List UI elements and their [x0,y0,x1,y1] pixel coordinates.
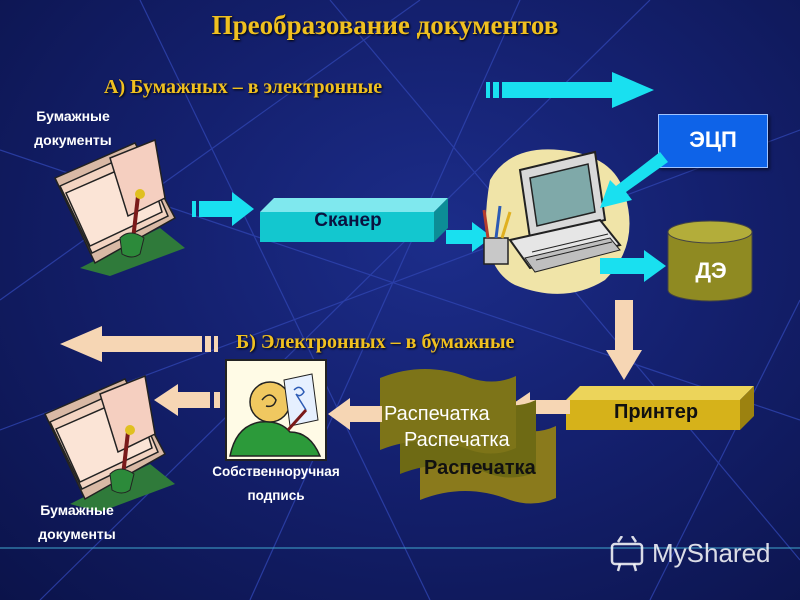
watermark: MyShared [608,534,788,574]
printouts-stack [380,369,556,504]
paper-documents-label-bottom: Бумажные документы [38,502,116,542]
printout-label-3: Распечатка [424,457,536,479]
arrow-down-to-printer-icon [606,300,642,380]
watermark-logo-icon [610,536,644,572]
arrow-right-large-icon [486,72,654,108]
signature-icon [225,359,327,461]
scanner-block [260,198,448,242]
paper-documents-label-top: Бумажные документы [34,108,112,148]
printout-label-2: Распечатка [404,429,510,451]
paper-documents-icon-bottom [43,374,175,512]
arrow-to-computer-icon [446,222,492,252]
de-label: ДЭ [695,258,727,283]
de-cylinder [667,220,753,302]
computer-icon [482,149,630,294]
section-b-heading: Б) Электронных – в бумажные [236,331,515,353]
signature-label: Собственноручная подпись [212,464,340,503]
printout-label-1: Распечатка [384,403,490,425]
printer-label: Принтер [613,401,699,423]
arrow-to-scanner-icon [192,192,254,226]
arrow-to-signature-icon [328,398,382,430]
paper-documents-icon [53,138,185,276]
watermark-text: MyShared [652,538,771,568]
slide-title: Преобразование документов [211,10,559,40]
arrow-ecp-to-computer-icon [600,152,668,208]
arrow-to-de-icon [600,250,666,282]
printer-block [566,386,754,430]
arrow-to-paper-docs-icon [154,384,220,416]
ecp-box: ЭЦП [658,114,768,168]
scanner-label: Сканер [314,210,382,231]
arrow-left-large-icon [60,326,218,362]
ecp-label: ЭЦП [689,127,737,152]
section-a-heading: А) Бумажных – в электронные [104,76,383,98]
